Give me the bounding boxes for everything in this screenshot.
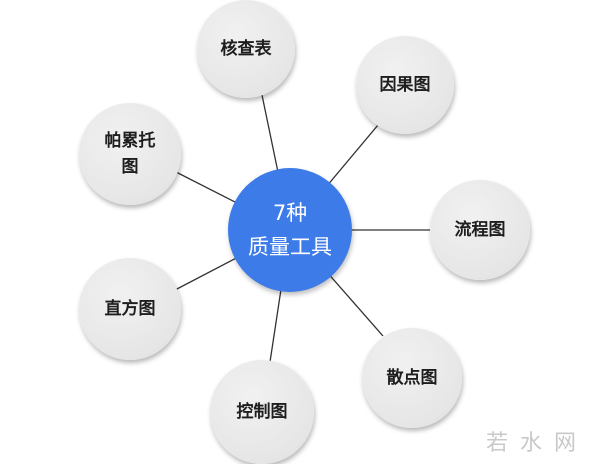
- node-control-chart: 控制图: [210, 360, 314, 464]
- node-cause-effect: 因果图: [356, 36, 454, 134]
- node-check-sheet: 核查表: [197, 0, 295, 98]
- node-scatter: 散点图: [362, 328, 462, 428]
- center-node-quality-tools: 7种 质量工具: [228, 168, 352, 292]
- node-flowchart: 流程图: [430, 180, 530, 280]
- node-pareto: 帕累托 图: [79, 103, 181, 205]
- watermark: 若水网: [485, 431, 588, 456]
- node-histogram: 直方图: [79, 258, 181, 360]
